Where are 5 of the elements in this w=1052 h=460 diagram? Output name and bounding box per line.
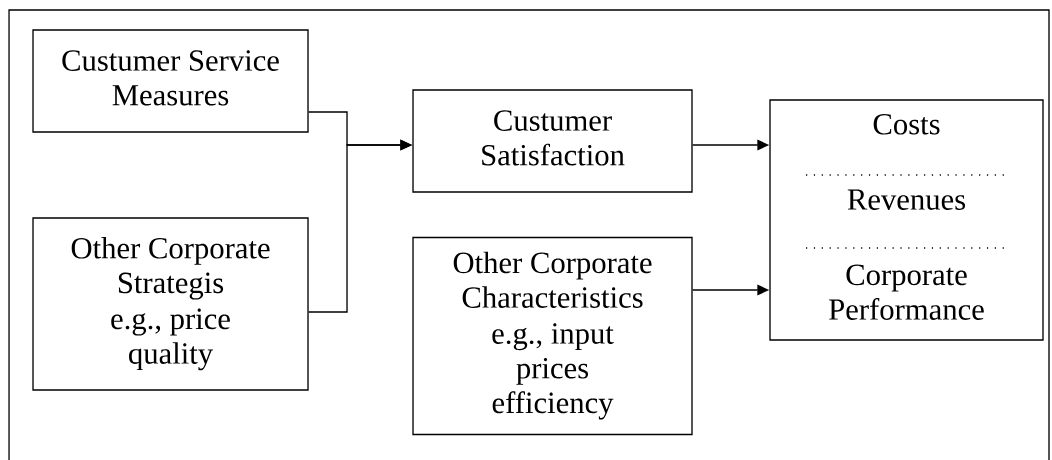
box: Custumer Satisfaction — [412, 89, 693, 193]
box: Other Corporate Characteristics e.g., input prices efficiency — [412, 236, 693, 436]
box: Custumer Service Measures — [32, 29, 309, 133]
box: Costs Revenues Corporate Performance — [769, 99, 1044, 341]
box: Other Corporate Strategis e.g., price quality — [32, 217, 309, 391]
